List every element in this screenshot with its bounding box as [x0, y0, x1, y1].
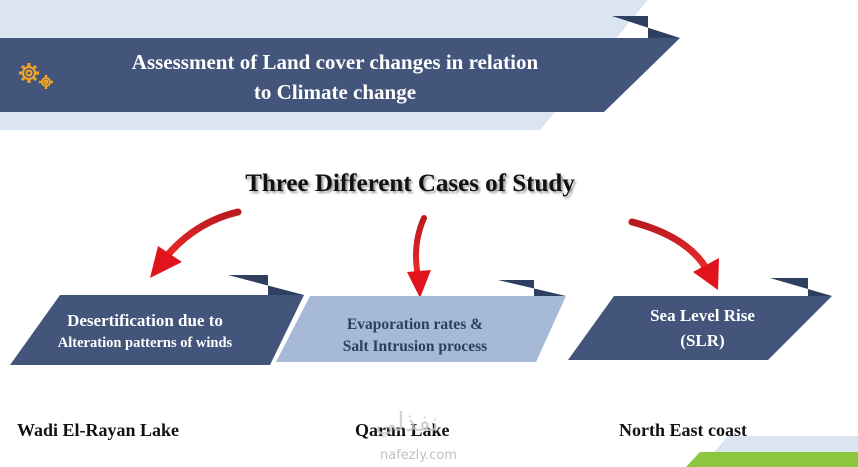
- section-heading: Three Different Cases of Study: [245, 170, 575, 197]
- location-3: North East coast: [619, 420, 747, 440]
- case-2-line1: Evaporation rates &: [346, 316, 484, 333]
- case-1-text: Desertification due to Alteration patter…: [20, 310, 270, 354]
- case-1-line1: Desertification due to: [67, 311, 223, 330]
- gears-icon: [19, 63, 53, 89]
- case-1-line2: Alteration patterns of winds: [57, 335, 233, 351]
- arrow-left: [150, 208, 242, 278]
- case-box-1: [10, 275, 304, 365]
- case-3-line1: Sea Level Rise: [650, 306, 755, 325]
- case-2-text: Evaporation rates & Salt Intrusion proce…: [300, 314, 530, 358]
- case-3-line2: (SLR): [680, 331, 725, 350]
- arrow-middle: [407, 215, 431, 298]
- title-banner: [0, 38, 680, 112]
- case-box-2: [276, 280, 566, 362]
- banner-title-line1: Assessment of Land cover changes in rela…: [131, 50, 539, 74]
- case-3-text: Sea Level Rise (SLR): [590, 303, 815, 353]
- arrow-right: [628, 218, 719, 290]
- banner-fold: [612, 16, 680, 38]
- banner-title: Assessment of Land cover changes in rela…: [60, 47, 610, 107]
- location-2: Qarun Lake: [355, 420, 450, 440]
- watermark-arabic: نفذلي: [375, 408, 439, 438]
- watermark-url: nafezly.com: [380, 448, 457, 463]
- case-2-line2: Salt Intrusion process: [342, 338, 488, 355]
- location-1: Wadi El-Rayan Lake: [17, 420, 180, 440]
- case-box-3: [568, 278, 832, 360]
- banner-title-line2: to Climate change: [253, 80, 417, 104]
